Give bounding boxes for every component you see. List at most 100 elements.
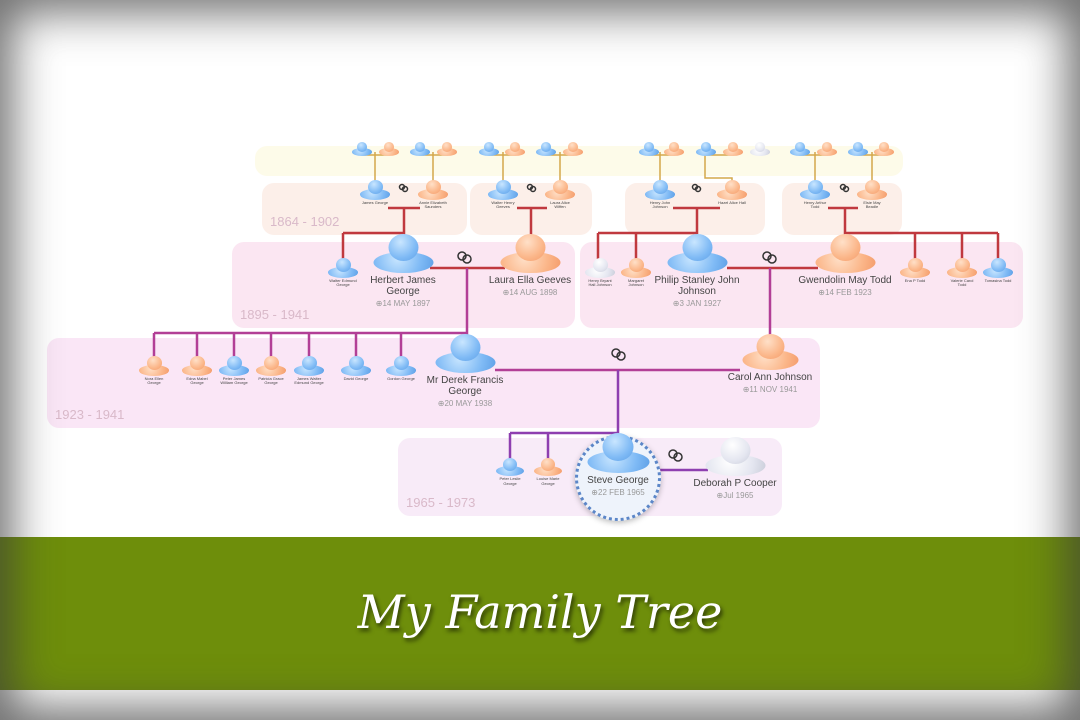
person-node[interactable]: Walter Henry Geeves: [488, 180, 518, 209]
person-name: Steve George: [587, 475, 649, 487]
person-name: Philip Stanley John Johnson: [654, 275, 740, 297]
person-name: Gordon George: [387, 375, 415, 381]
ancestor-avatar-icon[interactable]: [352, 142, 372, 156]
person-node[interactable]: Valerie Carol Todd: [947, 258, 977, 287]
person-node[interactable]: Steve George⊕22 FEB 1965: [571, 433, 666, 497]
person-node[interactable]: Edna Mabel George: [182, 356, 212, 385]
ancestor-avatar-icon[interactable]: [563, 142, 583, 156]
ancestor-avatar-icon[interactable]: [750, 142, 770, 156]
person-name: Edna Mabel George: [186, 375, 208, 385]
person-avatar-icon: [435, 334, 495, 373]
ancestor-avatar-icon[interactable]: [379, 142, 399, 156]
person-name: Peter James William George: [220, 375, 248, 385]
person-name: Laura Alice Wiffen: [550, 199, 570, 209]
ancestor-avatar-icon[interactable]: [536, 142, 556, 156]
person-node[interactable]: Deborah P Cooper ⊕Jul 1965: [688, 437, 783, 500]
ancestor-avatar-icon[interactable]: [664, 142, 684, 156]
person-node[interactable]: Henry Arthur Todd: [800, 180, 830, 209]
generation-band-2b: [580, 242, 1023, 328]
person-name: Tomasina Todd: [984, 277, 1012, 283]
ancestor-avatar-icon[interactable]: [696, 142, 716, 156]
person-name: Annie Elizabeth Saunders: [419, 199, 447, 209]
person-node[interactable]: Tomasina Todd: [983, 258, 1013, 283]
person-avatar-icon: [742, 334, 798, 371]
person-node[interactable]: Laura Alice Wiffen: [545, 180, 575, 209]
person-node[interactable]: David George: [341, 356, 371, 381]
person-name: Louise Marie George: [536, 476, 560, 486]
person-name: Margaret Johnson: [627, 277, 644, 287]
person-name: James Walter Edmund George: [294, 375, 324, 385]
person-avatar-icon: [545, 180, 575, 200]
person-node[interactable]: Philip Stanley John Johnson ⊕3 JAN 1927: [650, 234, 745, 308]
person-birth-date: ⊕11 NOV 1941: [742, 385, 798, 395]
person-node[interactable]: Louise Marie George: [533, 458, 563, 486]
person-avatar-icon: [585, 258, 615, 278]
person-avatar-icon: [900, 258, 930, 278]
person-node[interactable]: Peter Leslie George: [495, 458, 525, 486]
person-node[interactable]: Henry John Johnson: [645, 180, 675, 209]
person-name: Gwendolin May Todd: [798, 275, 892, 286]
person-node[interactable]: Elsie May Beadle: [857, 180, 887, 209]
person-avatar-icon: [294, 356, 324, 376]
person-name: David George: [343, 375, 369, 381]
person-node[interactable]: James Walter Edmund George: [294, 356, 324, 385]
generation-label: 1965 - 1973: [406, 495, 476, 510]
person-avatar-icon: [667, 234, 727, 273]
person-name: Patricia Grace George: [258, 375, 284, 385]
ancestor-avatar-icon[interactable]: [639, 142, 659, 156]
ancestor-avatar-icon[interactable]: [505, 142, 525, 156]
person-node[interactable]: Patricia Grace George: [256, 356, 286, 385]
person-name: Nora Ellen George: [144, 375, 164, 385]
person-node[interactable]: Hazel Alice Hall: [717, 180, 747, 205]
person-name: Walter Edmund George: [329, 277, 357, 287]
ancestor-avatar-icon[interactable]: [817, 142, 837, 156]
person-avatar-icon: [621, 258, 651, 278]
person-avatar-icon: [219, 356, 249, 376]
person-birth-date: ⊕22 FEB 1965: [591, 488, 645, 498]
person-name: Walter Henry Geeves: [491, 199, 515, 209]
ancestor-avatar-icon[interactable]: [723, 142, 743, 156]
person-avatar-icon: [983, 258, 1013, 278]
person-avatar-icon: [717, 180, 747, 200]
ancestor-avatar-icon[interactable]: [437, 142, 457, 156]
person-node[interactable]: Gordon George: [386, 356, 416, 381]
person-name: Deborah P Cooper: [693, 478, 777, 489]
ancestor-avatar-icon[interactable]: [790, 142, 810, 156]
person-node[interactable]: Mr Derek Francis George⊕20 MAY 1938: [418, 334, 513, 408]
person-node[interactable]: Nora Ellen George: [139, 356, 169, 385]
person-birth-date: ⊕14 MAY 1897: [375, 299, 431, 308]
person-avatar-icon: [857, 180, 887, 200]
generation-label: 1923 - 1941: [55, 407, 125, 422]
person-node[interactable]: Margaret Johnson: [621, 258, 651, 287]
person-node[interactable]: Gwendolin May Todd ⊕14 FEB 1923: [798, 234, 893, 297]
person-node[interactable]: Peter James William George: [219, 356, 249, 385]
person-node[interactable]: Ena P Todd: [900, 258, 930, 283]
person-birth-date: ⊕14 FEB 1923: [818, 288, 872, 297]
person-node[interactable]: Carol Ann Johnson⊕11 NOV 1941: [723, 334, 818, 394]
person-name: Herbert James George: [370, 275, 436, 297]
person-name: Ena P Todd: [904, 277, 926, 283]
ancestor-avatar-icon[interactable]: [848, 142, 868, 156]
ancestor-avatar-icon[interactable]: [479, 142, 499, 156]
person-name: Laura Ella Geeves: [488, 275, 572, 286]
person-birth-date: ⊕14 AUG 1898: [502, 288, 558, 297]
person-node[interactable]: Laura Ella Geeves ⊕14 AUG 1898: [483, 234, 578, 297]
person-avatar-icon: [182, 356, 212, 376]
person-node[interactable]: Henry Bryant Hall Johnson: [585, 258, 615, 287]
person-avatar-icon: [488, 180, 518, 200]
person-node[interactable]: Herbert James George ⊕14 MAY 1897: [356, 234, 451, 308]
person-birth-date: ⊕3 JAN 1927: [672, 299, 722, 308]
generation-label: 1895 - 1941: [240, 307, 310, 322]
person-node[interactable]: Annie Elizabeth Saunders: [418, 180, 448, 209]
ancestor-avatar-icon[interactable]: [874, 142, 894, 156]
person-avatar-icon: [815, 234, 875, 273]
person-name: Elsie May Beadle: [863, 199, 881, 209]
person-node[interactable]: Walter Edmund George: [328, 258, 358, 287]
tree-connectors: [152, 152, 1000, 472]
person-birth-date: ⊕Jul 1965: [716, 491, 754, 500]
person-avatar-icon: [496, 458, 524, 477]
ancestor-avatar-icon[interactable]: [410, 142, 430, 156]
page-title: My Family Tree: [357, 585, 723, 639]
person-node[interactable]: James George: [360, 180, 390, 205]
